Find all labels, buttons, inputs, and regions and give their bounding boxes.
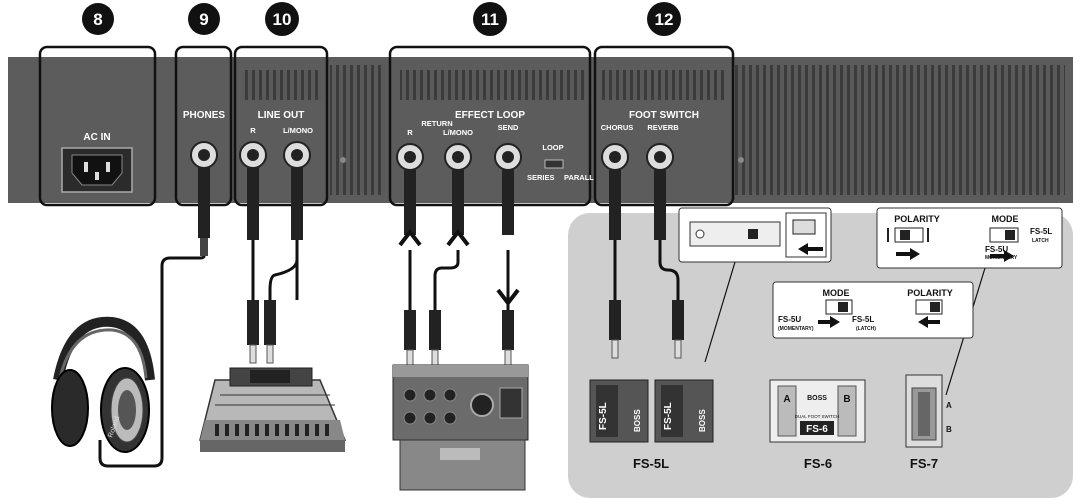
loop-switch <box>544 159 564 169</box>
left-arrow-icon <box>798 243 823 255</box>
reverb-label: REVERB <box>647 123 679 132</box>
svg-text:POLARITY: POLARITY <box>894 214 940 224</box>
down-arrow-icon <box>496 288 520 307</box>
foot-switch-cables <box>613 240 680 300</box>
svg-text:FS-5U: FS-5U <box>778 315 801 324</box>
svg-text:FS-5L: FS-5L <box>1030 227 1052 236</box>
fs6-b-label: B <box>843 394 850 405</box>
fs5l-switch-inset <box>678 207 832 263</box>
callout-badge-11: 11 <box>473 2 507 36</box>
chorus-jack <box>601 143 629 171</box>
panel-vents <box>735 65 1065 195</box>
svg-text:FS-6: FS-6 <box>806 424 828 435</box>
svg-text:8: 8 <box>93 10 102 29</box>
send-label: SEND <box>498 123 519 132</box>
svg-text:BOSS: BOSS <box>698 409 707 432</box>
svg-text:BOSS: BOSS <box>633 409 642 432</box>
fs6-a-label: A <box>783 394 790 405</box>
left-arrow-icon <box>918 316 940 328</box>
fs7-b-label: B <box>946 425 952 434</box>
headphones: Roland <box>51 316 155 453</box>
right-arrow-icon <box>990 250 1014 262</box>
effect-processor <box>392 364 529 491</box>
fs5l-pedal: FS-5L BOSS <box>654 379 714 443</box>
svg-text:9: 9 <box>199 10 208 29</box>
panel-vents <box>600 70 725 100</box>
mixer-plug <box>264 300 276 345</box>
chorus-label: CHORUS <box>601 123 634 132</box>
screw-icon <box>738 157 744 163</box>
return-lmono-jack <box>444 143 472 171</box>
panel-vents <box>242 70 322 100</box>
phones-plug <box>198 168 210 238</box>
fs7-a-label: A <box>946 401 952 410</box>
effect-loop-cables <box>408 250 510 310</box>
series-label: SERIES <box>527 173 555 182</box>
return-lmono-label: L/MONO <box>443 128 473 137</box>
right-arrow-icon <box>818 316 840 328</box>
svg-text:LATCH: LATCH <box>1032 238 1049 244</box>
line-out-lmono-jack <box>283 141 311 169</box>
fs6-pedal: A B BOSS DUAL FOOT SWITCH FS-6 <box>769 379 866 443</box>
line-out-r-jack <box>239 141 267 169</box>
panel-vents <box>330 65 385 195</box>
callout-box-ac-in <box>38 45 157 207</box>
up-arrow-icon <box>398 228 422 247</box>
ac-inlet <box>61 147 133 193</box>
line-out-label: LINE OUT <box>258 110 305 121</box>
callout-badge-9: 9 <box>188 3 220 35</box>
fs5l-caption: FS-5L <box>633 456 669 471</box>
svg-text:FS-5L: FS-5L <box>852 315 874 324</box>
svg-text:FS-5U: FS-5U <box>985 245 1008 254</box>
svg-text:(LATCH): (LATCH) <box>856 326 876 332</box>
svg-text:FS-5L: FS-5L <box>663 402 674 430</box>
phones-cable <box>98 255 206 468</box>
line-out-r-label: R <box>250 126 256 135</box>
parallel-label: PARALL <box>564 173 594 182</box>
svg-text:POLARITY: POLARITY <box>907 288 953 298</box>
fs7-pedal: A B <box>905 374 952 448</box>
reverb-jack <box>646 143 674 171</box>
svg-text:12: 12 <box>655 10 674 29</box>
fs6-settings-inset: MODE FS-5U (MOMENTARY) FS-5L (LATCH) POL… <box>772 281 974 339</box>
callout-badge-12: 12 <box>647 2 681 36</box>
svg-text:DUAL FOOT SWITCH: DUAL FOOT SWITCH <box>795 414 840 419</box>
screw-icon <box>340 157 346 163</box>
callout-box-line-out <box>233 45 329 207</box>
right-arrow-icon <box>896 248 920 260</box>
ac-in-label: AC IN <box>83 132 110 143</box>
return-r-jack <box>396 143 424 171</box>
svg-text:MODE: MODE <box>992 214 1019 224</box>
panel-vents <box>400 70 585 100</box>
svg-text:10: 10 <box>273 10 292 29</box>
callout-badge-8: 8 <box>82 3 114 35</box>
fs5l-pedal: FS-5L BOSS <box>589 379 649 443</box>
mixer-plug <box>247 300 259 345</box>
callout-badge-10: 10 <box>265 2 299 36</box>
digital-mixer <box>199 367 347 452</box>
return-r-label: R <box>407 128 413 137</box>
svg-text:(MOMENTARY): (MOMENTARY) <box>778 326 814 332</box>
phones-jack <box>190 141 218 169</box>
line-out-lmono-label: L/MONO <box>283 126 313 135</box>
svg-text:BOSS: BOSS <box>807 395 827 402</box>
foot-switch-label: FOOT SWITCH <box>629 110 699 121</box>
return-title-label: RETURN <box>421 119 452 128</box>
fs6-caption: FS-6 <box>804 456 832 471</box>
loop-label: LOOP <box>542 143 563 152</box>
fs7-caption: FS-7 <box>910 456 938 471</box>
up-arrow-icon <box>446 228 470 247</box>
callout-box-effect-loop <box>388 45 592 207</box>
svg-text:MODE: MODE <box>823 288 850 298</box>
send-jack <box>494 143 522 171</box>
phones-label: PHONES <box>183 110 226 121</box>
line-out-cables <box>251 240 299 305</box>
svg-text:FS-5L: FS-5L <box>598 402 609 430</box>
fs7-settings-inset: POLARITY MODE FS-5L LATCH FS-5U MOMENTAR… <box>876 207 1063 269</box>
svg-text:11: 11 <box>481 10 499 29</box>
effect-loop-label: EFFECT LOOP <box>455 110 525 121</box>
